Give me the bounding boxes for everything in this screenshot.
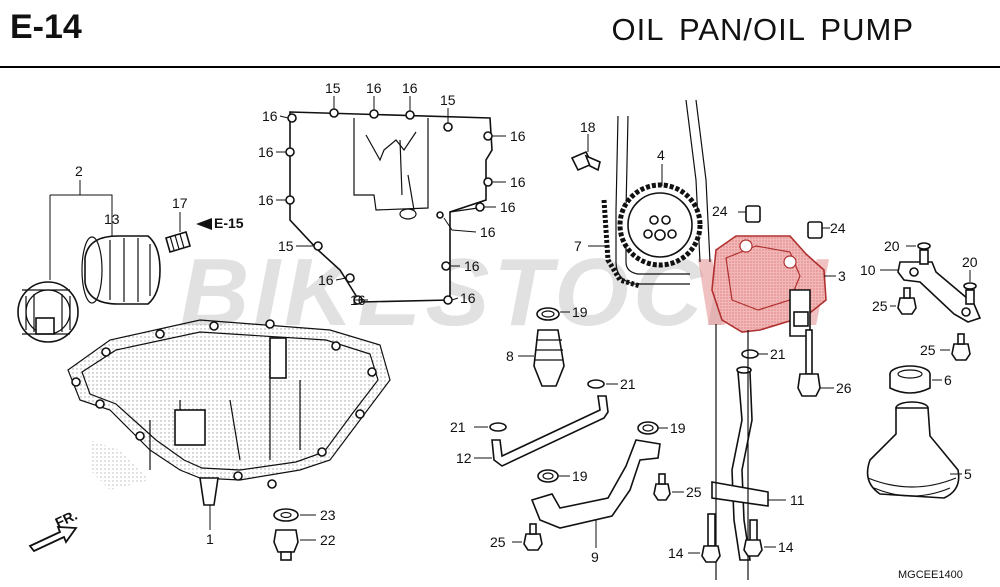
reference-arrow — [196, 218, 212, 230]
drive-chain: 7 — [574, 99, 711, 289]
callout-5: 5 — [964, 466, 972, 482]
callout-12: 12 — [456, 450, 472, 466]
callout-26: 26 — [836, 380, 852, 396]
callout-25-a: 25 — [686, 484, 702, 500]
diagram-section-code: E-14 — [10, 8, 82, 46]
strainer-seal-6: 6 — [889, 365, 952, 394]
oil-filter-element — [81, 235, 161, 305]
washer-20-a: 20 — [884, 238, 931, 254]
callout-14-a: 14 — [668, 545, 684, 561]
callout-7: 7 — [574, 238, 582, 254]
callout-16-l: 16 — [318, 272, 334, 288]
callout-2: 2 — [75, 163, 83, 179]
callout-20-a: 20 — [884, 238, 900, 254]
callout-21-b: 21 — [620, 376, 636, 392]
oil-pressure-switch: 18 — [570, 119, 601, 172]
strainer-plug-8: 8 — [506, 329, 565, 387]
diagram-code: MGCEE1400 — [898, 569, 963, 581]
dowel-pin-24-a: 24 — [712, 203, 761, 223]
callout-22: 22 — [320, 532, 336, 548]
callout-16-e: 16 — [258, 144, 274, 160]
callout-13: 13 — [104, 211, 120, 227]
callout-9: 9 — [591, 549, 599, 565]
oil-pan: 1 — [67, 319, 391, 547]
header-rule — [0, 66, 1000, 68]
callout-19-b: 19 — [670, 420, 686, 436]
bolt-25-d: 25 — [920, 333, 971, 361]
bolt-25-c: 25 — [872, 287, 917, 315]
oil-strainer-5: 5 — [866, 401, 972, 499]
callout-16-a: 16 — [262, 108, 278, 124]
callout-1: 1 — [206, 531, 214, 547]
oil-pipe-9: 19 19 9 — [530, 420, 686, 565]
front-arrow-icon — [28, 526, 78, 553]
bracket-10: 10 — [860, 249, 982, 323]
callout-23: 23 — [320, 507, 336, 523]
callout-16-k: 16 — [460, 290, 476, 306]
callout-25-d: 25 — [920, 342, 936, 358]
callout-17: 17 — [172, 195, 188, 211]
dowel-pin-24-b: 24 — [807, 220, 846, 239]
callout-25-b: 25 — [490, 534, 506, 550]
callout-8: 8 — [506, 348, 514, 364]
callout-18: 18 — [580, 119, 596, 135]
oil-pipe-12: 21 21 12 — [450, 376, 636, 467]
front-direction-indicator: FR. — [28, 507, 80, 553]
callout-16-g: 16 — [258, 192, 274, 208]
callout-15-b: 15 — [440, 92, 456, 108]
callout-16-h: 16 — [500, 199, 516, 215]
callout-10: 10 — [860, 262, 876, 278]
oil-filter-exploded: 2 13 — [17, 163, 161, 343]
callout-14-b: 14 — [778, 539, 794, 555]
bolt-26: 26 — [797, 329, 852, 397]
callout-24-a: 24 — [712, 203, 728, 219]
callout-11: 11 — [790, 492, 805, 508]
bolt-25-b: 25 — [490, 523, 543, 551]
bolt-14-b: 14 — [743, 519, 794, 557]
o-ring-19-a: 19 — [536, 304, 588, 321]
diagram-title: OIL PAN/OIL PUMP — [611, 12, 914, 47]
leader-oil-filter — [49, 180, 113, 280]
washer-21-a: 21 — [741, 346, 786, 362]
callout-15-a: 15 — [325, 80, 341, 96]
gasket-leaders — [276, 96, 506, 301]
callout-19-a: 19 — [572, 304, 588, 320]
bolt-25-a: 25 — [653, 473, 702, 501]
oil-pump-assembly: 3 — [711, 235, 846, 337]
callout-21-a: 21 — [770, 346, 786, 362]
callout-16-b: 16 — [366, 80, 382, 96]
callout-16-c: 16 — [402, 80, 418, 96]
callout-21-c: 21 — [450, 419, 466, 435]
callout-6: 6 — [944, 372, 952, 388]
washer-20-b: 20 — [962, 254, 978, 290]
drain-bolt-set: 23 22 — [273, 507, 336, 561]
oil-strainer-pipe-11: 11 — [711, 324, 805, 580]
oil-pump-sprocket: 4 — [617, 147, 703, 268]
stud-bolt-17: 17 E-15 — [165, 195, 244, 253]
bolt-14-a: 14 — [668, 513, 721, 563]
callout-19-c: 19 — [572, 468, 588, 484]
callout-24-b: 24 — [830, 220, 846, 236]
callout-16-d: 16 — [510, 128, 526, 144]
callout-16-f: 16 — [510, 174, 526, 190]
callout-20-b: 20 — [962, 254, 978, 270]
callout-4: 4 — [657, 147, 665, 163]
reference-e15[interactable]: E-15 — [214, 215, 244, 231]
callout-16-m: 16 — [350, 292, 366, 308]
oil-filter-body — [17, 281, 79, 343]
callout-3: 3 — [838, 268, 846, 284]
oil-pan-gasket: 16 15 16 16 15 16 16 16 16 16 16 16 16 1… — [258, 80, 526, 308]
callout-15-c: 15 — [278, 238, 294, 254]
callout-16-j: 16 — [464, 258, 480, 274]
callout-16-i: 16 — [480, 224, 496, 240]
callout-25-c: 25 — [872, 298, 888, 314]
